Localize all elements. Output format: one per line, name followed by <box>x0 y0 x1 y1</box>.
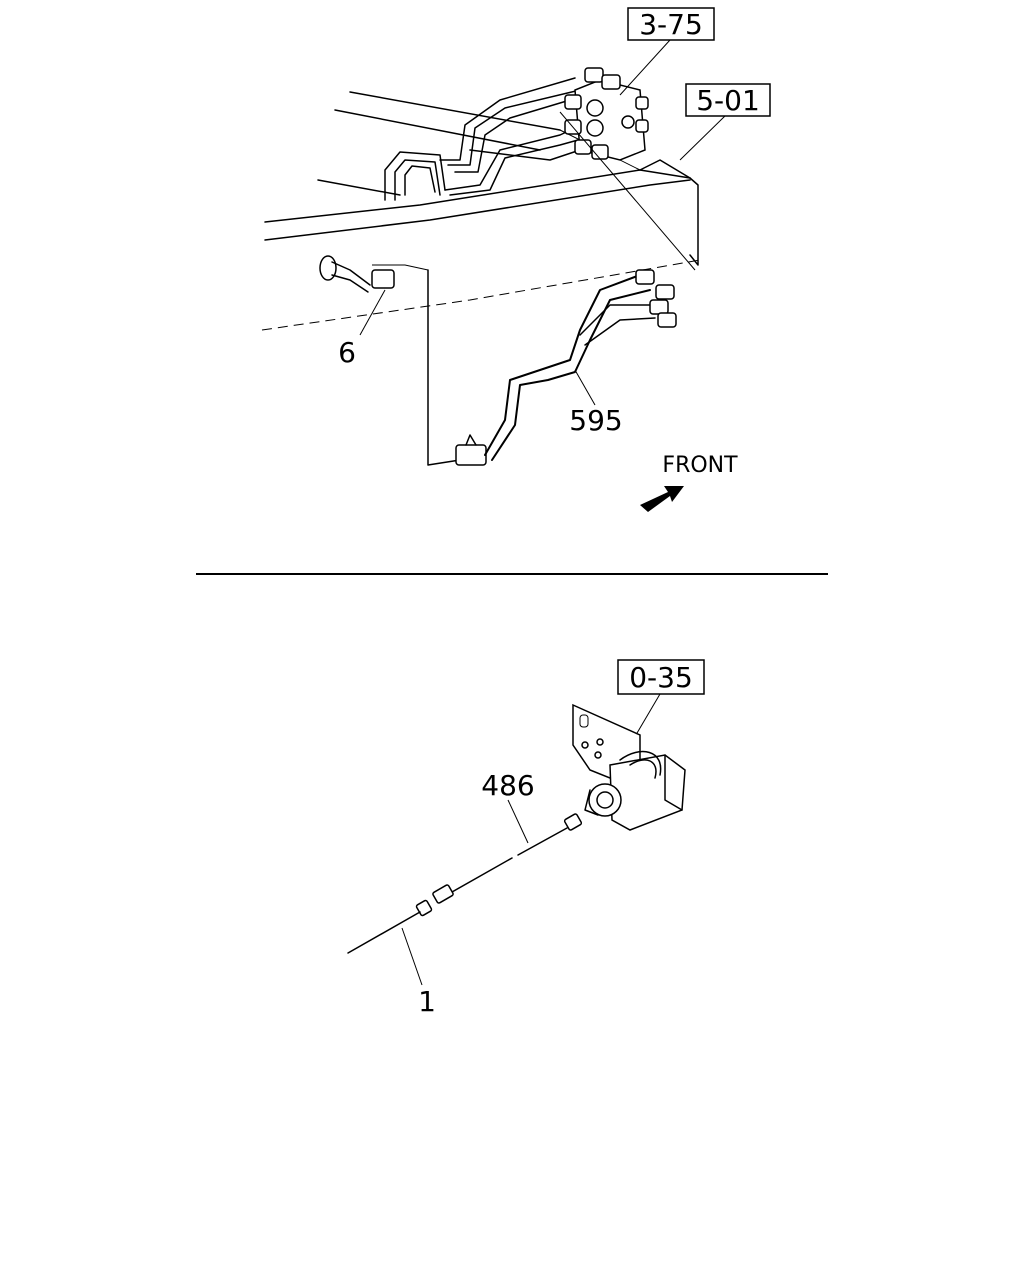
sensor-wire-486 <box>347 813 583 954</box>
part-number-486[interactable]: 486 <box>481 769 534 802</box>
ref-box-5-01[interactable]: 5-01 <box>685 83 771 117</box>
ref-label-5-01: 5-01 <box>696 84 760 117</box>
leader-part-1 <box>401 927 423 986</box>
frame-rail <box>261 91 701 331</box>
leader-part-486 <box>507 799 529 844</box>
bottom-view: 0-35 486 1 <box>347 659 705 1018</box>
valve-block <box>564 67 649 161</box>
part-number-595[interactable]: 595 <box>569 404 622 437</box>
ref-box-0-35[interactable]: 0-35 <box>617 659 705 695</box>
sensor-part-6 <box>319 255 429 293</box>
part-number-1[interactable]: 1 <box>418 985 436 1018</box>
brake-pipes <box>384 77 581 201</box>
leader-part-6 <box>359 289 386 336</box>
front-arrow-icon <box>640 486 684 512</box>
top-view: 3-75 5-01 6 <box>261 7 771 512</box>
ref-box-3-75[interactable]: 3-75 <box>627 7 715 41</box>
front-label: FRONT <box>662 453 738 478</box>
ref-label-0-35: 0-35 <box>629 661 693 694</box>
part-number-6[interactable]: 6 <box>338 336 356 369</box>
wiring-harness-595 <box>427 269 677 466</box>
bracket-assembly <box>572 703 686 831</box>
leader-part-595 <box>574 369 596 406</box>
ref-label-3-75: 3-75 <box>639 8 703 41</box>
